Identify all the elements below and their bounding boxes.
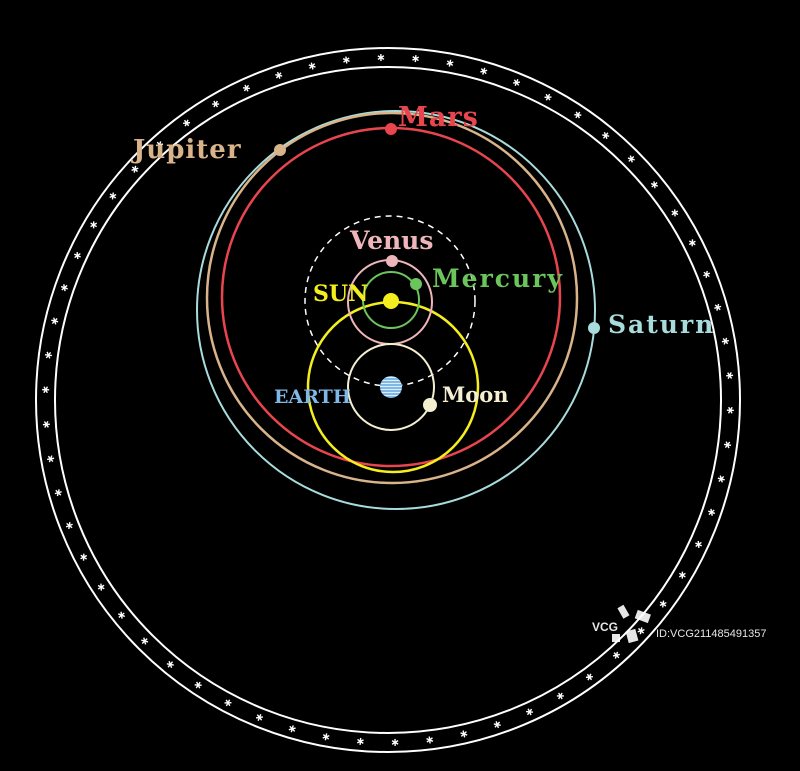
star-icon [585,673,593,681]
star-icon [512,79,521,87]
star-icon [721,337,729,345]
star-icon [156,141,164,149]
star-icon [42,420,50,428]
saturn-icon [588,322,600,334]
star-icon [688,239,696,247]
jupiter-icon [274,144,286,156]
star-icon [708,508,716,516]
star-icon [73,252,81,260]
star-icon [377,54,385,62]
star-icon [97,583,105,591]
moon-label: Moon [442,382,509,407]
earth-label: EARTH [274,386,351,408]
star-icon [659,600,667,608]
star-icon [224,699,232,707]
sun-icon [383,293,399,309]
vcg-logo-icon [612,604,651,644]
mercury-label: Mercury [432,264,564,293]
star-icon [525,708,534,716]
star-icon [54,489,62,497]
star-icon [356,737,364,745]
mars-icon [385,123,397,135]
star-icon [288,725,296,733]
star-icon [703,270,711,278]
watermark-logo-text: VCG [592,620,618,634]
star-icon [47,455,55,463]
earth-icon [380,376,402,398]
star-icon [637,627,645,635]
star-icon [717,475,725,483]
star-icon [723,441,732,449]
moon-icon [423,398,437,412]
star-icon [275,71,283,79]
star-icon [726,372,734,380]
star-icon [714,303,722,311]
inner-star-sphere-circle [54,66,722,734]
jupiter-orbit [205,111,579,485]
star-icon [650,181,658,189]
star-icon [726,406,734,414]
star-icon [118,611,126,619]
star-icon [194,681,202,689]
mercury-orbit [362,271,420,329]
star-icon [556,692,564,700]
star-icon [678,571,686,579]
star-icon [460,730,468,738]
star-icon [141,637,149,645]
star-icon [426,736,434,744]
star-icon [493,721,501,729]
saturn-label: Saturn [608,310,715,339]
star-icon [342,56,350,64]
star-icon [308,62,316,70]
star-icon [166,660,174,668]
moon-orbit [347,343,435,431]
star-icon [65,522,73,530]
star-icon [627,155,635,163]
star-icon [544,93,552,101]
mars-label: Mars [398,102,479,133]
star-icon [51,317,59,325]
star-icon [671,209,679,217]
saturn-orbit [196,110,596,510]
star-icon [322,733,330,741]
venus-icon [386,255,398,267]
watermark-id: ID:VCG211485491357 [656,628,767,640]
sun-label: SUN [313,281,368,307]
star-icon [80,553,88,561]
vcg-watermark: VCG ID:VCG211485491357 [592,604,767,644]
fixed-stars [42,54,734,746]
star-icon [391,738,399,746]
star-icon [90,221,98,229]
star-icon [446,59,454,67]
star-icon [131,165,139,173]
star-icon [412,55,420,63]
star-icon [242,84,251,92]
jupiter-label: Jupiter [131,135,242,165]
star-icon [42,386,50,394]
star-icon [212,100,220,108]
star-icon [695,540,703,548]
venus-label: Venus [349,226,433,255]
star-icon [574,111,582,119]
outer-star-sphere-circle [35,47,741,753]
star-icon [109,192,117,200]
star-icon [183,119,191,127]
star-icon [602,132,610,140]
star-icon [480,67,488,75]
mercury-icon [410,278,422,290]
star-icon [44,351,53,359]
star-icon [255,713,264,721]
star-icon [60,284,68,292]
star-icon [612,651,620,659]
